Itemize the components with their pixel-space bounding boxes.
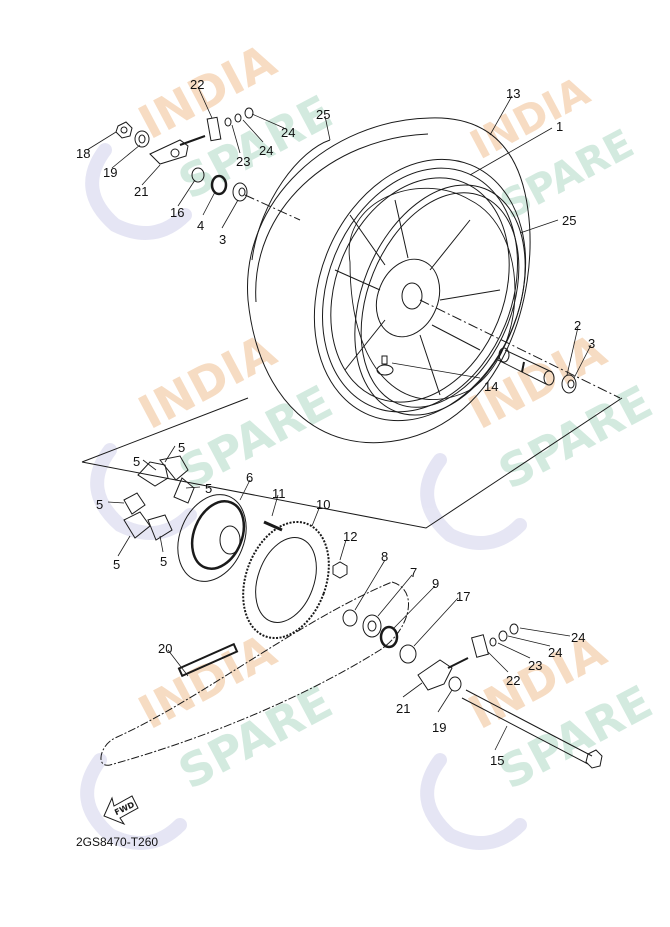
callout-part-21[interactable]: 21 <box>134 184 149 199</box>
fwd-label: FWD <box>113 800 136 817</box>
callout-part-4[interactable]: 4 <box>197 218 205 233</box>
diagram-code: 2GS8470-T260 <box>76 835 159 849</box>
callout-part-5[interactable]: 5 <box>160 554 168 569</box>
hub <box>334 199 501 396</box>
callout-part-22[interactable]: 22 <box>506 673 521 688</box>
callout-part-16[interactable]: 16 <box>170 205 185 220</box>
assembly-bracket <box>81 397 623 529</box>
nut-12 <box>332 561 348 579</box>
callout-part-10[interactable]: 10 <box>316 497 331 512</box>
callout-part-24[interactable]: 24 <box>571 630 586 645</box>
callout-part-1[interactable]: 1 <box>556 119 564 134</box>
callout-part-19[interactable]: 19 <box>432 720 447 735</box>
callout-part-6[interactable]: 6 <box>246 470 254 485</box>
callout-part-25[interactable]: 25 <box>316 107 331 122</box>
clutch-hub-6 <box>177 494 283 582</box>
collar-2 <box>497 347 555 386</box>
callout-part-23[interactable]: 23 <box>528 658 543 673</box>
leader-lines <box>86 86 592 751</box>
damper-set <box>123 455 195 541</box>
callout-part-25[interactable]: 25 <box>562 213 577 228</box>
right-hardware <box>342 609 603 769</box>
callout-part-20[interactable]: 20 <box>158 641 173 656</box>
callout-part-12[interactable]: 12 <box>343 529 358 544</box>
callout-part-7[interactable]: 7 <box>410 565 418 580</box>
valve-14 <box>376 355 394 376</box>
callout-part-5[interactable]: 5 <box>133 454 141 469</box>
callout-part-24[interactable]: 24 <box>548 645 563 660</box>
callout-part-22[interactable]: 22 <box>190 77 205 92</box>
callout-part-14[interactable]: 14 <box>484 379 499 394</box>
left-hardware <box>115 107 254 202</box>
callout-part-21[interactable]: 21 <box>396 701 411 716</box>
bearing-3-right <box>561 374 577 394</box>
axle-centerline <box>244 194 621 399</box>
rim-band <box>348 187 516 400</box>
callout-part-5[interactable]: 5 <box>205 481 213 496</box>
callout-part-5[interactable]: 5 <box>178 440 186 455</box>
drive-chain-20 <box>100 581 409 766</box>
callout-part-15[interactable]: 15 <box>490 753 505 768</box>
sprocket-10 <box>242 520 330 640</box>
callout-part-8[interactable]: 8 <box>381 549 389 564</box>
callout-part-5[interactable]: 5 <box>96 497 104 512</box>
callout-part-18[interactable]: 18 <box>76 146 91 161</box>
callout-part-24[interactable]: 24 <box>259 143 274 158</box>
callout-part-9[interactable]: 9 <box>432 576 440 591</box>
callout-part-5[interactable]: 5 <box>113 557 121 572</box>
callout-part-24[interactable]: 24 <box>281 125 296 140</box>
callout-part-3[interactable]: 3 <box>219 232 227 247</box>
callout-part-19[interactable]: 19 <box>103 165 118 180</box>
callout-part-13[interactable]: 13 <box>506 86 521 101</box>
callout-part-11[interactable]: 11 <box>272 486 286 501</box>
callout-part-2[interactable]: 2 <box>574 318 582 333</box>
callout-part-23[interactable]: 23 <box>236 154 251 169</box>
fwd-arrow-icon <box>103 795 139 826</box>
tire <box>247 117 531 444</box>
callout-part-17[interactable]: 17 <box>456 589 471 604</box>
rim <box>313 158 527 422</box>
axle-15 <box>461 689 593 765</box>
callout-part-3[interactable]: 3 <box>588 336 596 351</box>
